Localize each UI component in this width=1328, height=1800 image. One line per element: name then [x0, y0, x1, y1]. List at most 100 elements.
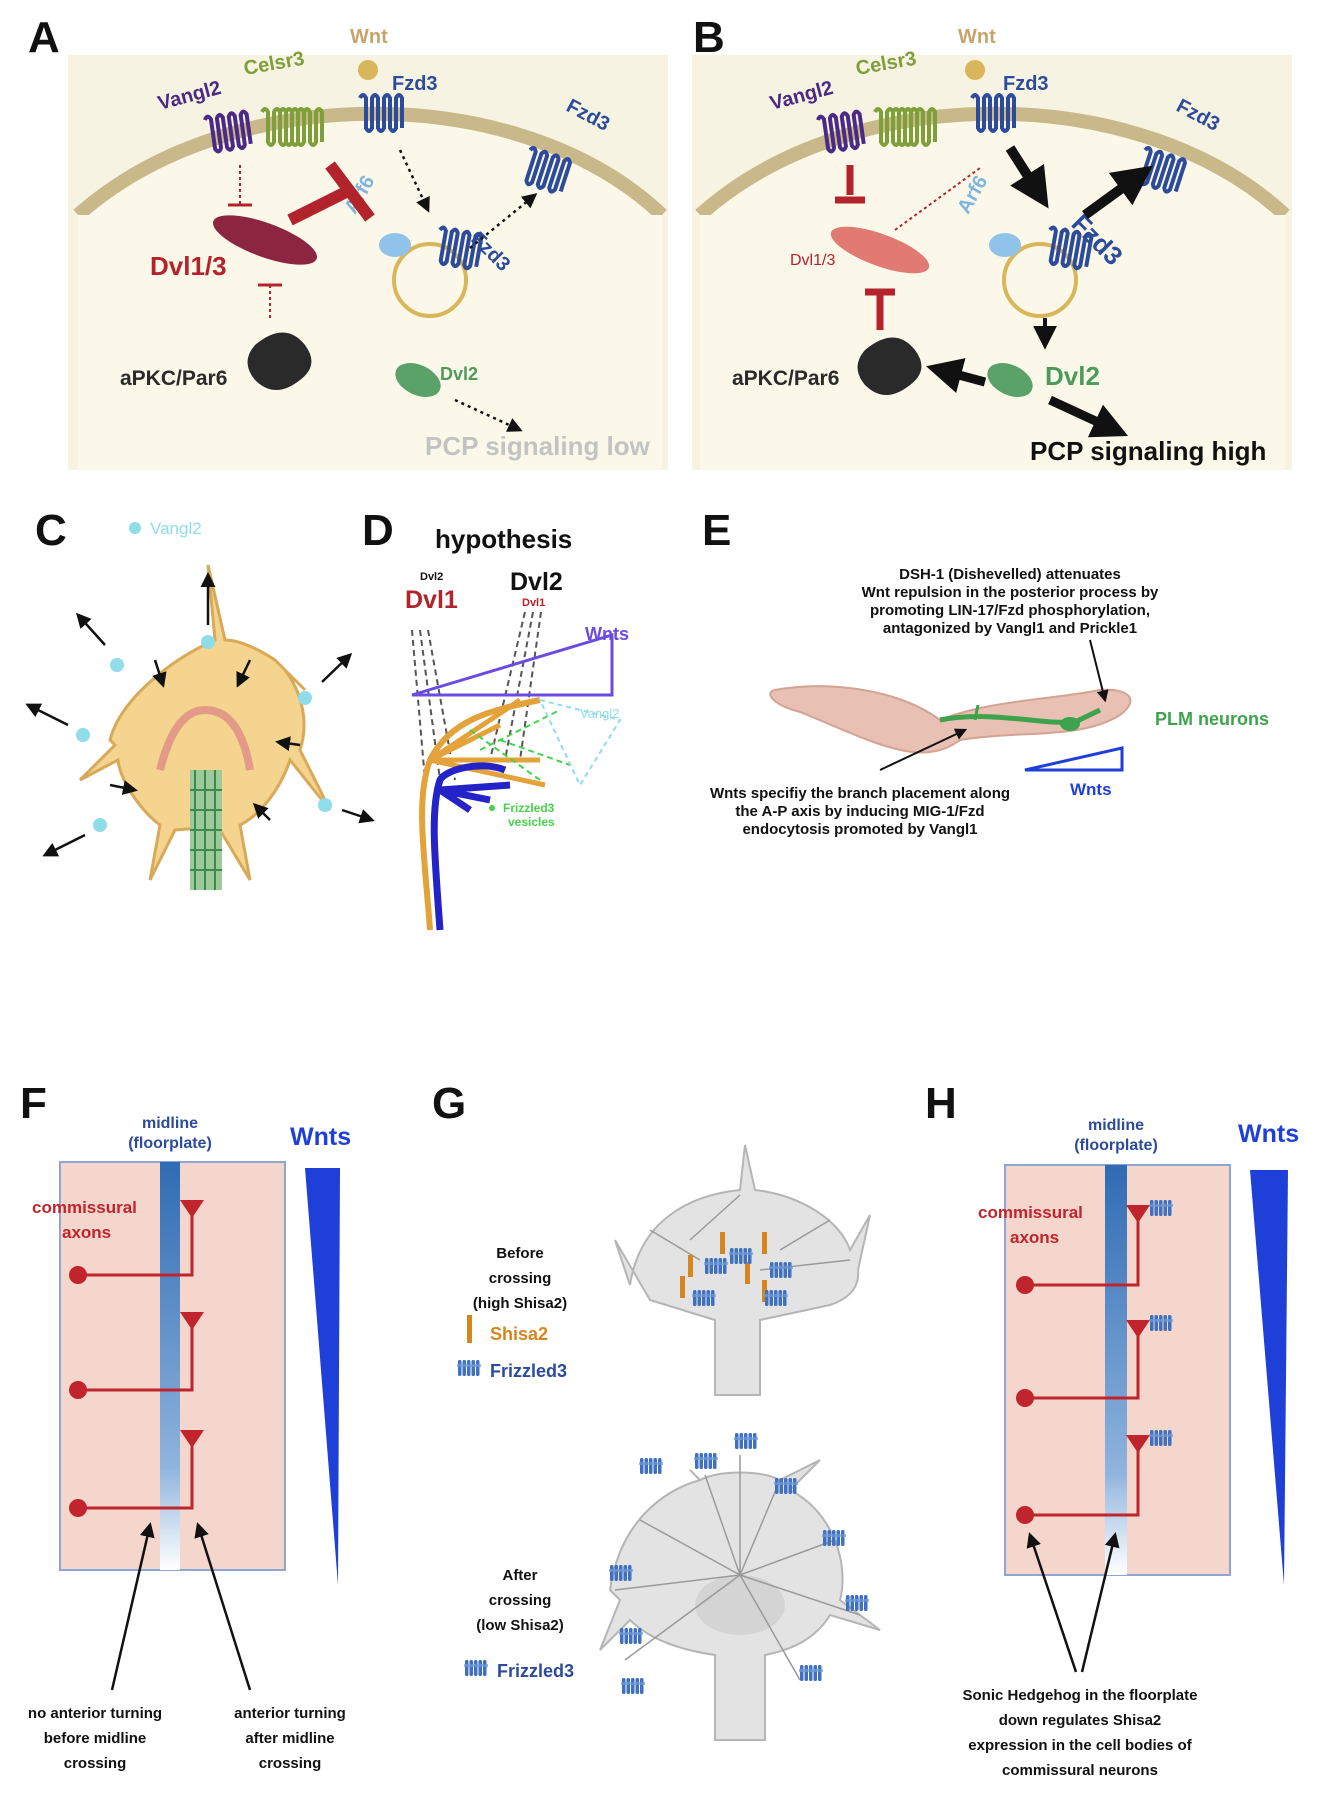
top-note-line-2: Wnt repulsion in the posterior process b… — [862, 584, 1159, 601]
dvl2-protein-icon — [395, 363, 441, 397]
wnts-gradient-h — [1250, 1170, 1288, 1585]
panel-letter-g: G — [432, 1079, 466, 1128]
panel-f: F midline (floorplate) Wnts commissural … — [0, 1079, 385, 1790]
after-line-1: After — [502, 1567, 537, 1584]
panel-letter-a: A — [28, 13, 60, 62]
wnt-ligand-icon — [358, 60, 378, 80]
frizzled3-legend-label-1: Frizzled3 — [490, 1361, 567, 1381]
wnts-label-d: Wnts — [585, 624, 629, 644]
wnts-label-h: Wnts — [1238, 1120, 1299, 1148]
left-note-line-1: no anterior turning — [28, 1705, 162, 1722]
floorplate-midline — [1105, 1165, 1127, 1575]
shisa2-legend-label: Shisa2 — [490, 1324, 548, 1344]
note-line-2: down regulates Shisa2 — [999, 1712, 1162, 1729]
floorplate-midline — [160, 1162, 180, 1570]
dvl2-label: Dvl2 — [1045, 361, 1100, 391]
dvl2-label: Dvl2 — [440, 364, 478, 384]
panel-a: A Vangl2 Celsr3 Wnt Fzd3 Fzd3 Fzd3 Arf6 … — [28, 13, 668, 470]
panel-letter-b: B — [693, 13, 725, 62]
note-line-3: expression in the cell bodies of — [968, 1737, 1192, 1754]
growth-cone-c — [78, 564, 332, 890]
commissural-axons-label-1: commissural — [978, 1203, 1083, 1222]
growth-cone-before — [614, 1144, 871, 1396]
top-note-line-1: DSH-1 (Dishevelled) attenuates — [899, 566, 1121, 583]
frizzled3-vesicles-label-1: Frizzled3 — [503, 801, 555, 815]
fzd3-top-label: Fzd3 — [1003, 73, 1049, 95]
apkc-par6-icon — [857, 337, 922, 395]
dvl1-small-label: Dvl1 — [522, 597, 545, 609]
wnt-label: Wnt — [350, 26, 388, 48]
pcp-signaling-high-label: PCP signaling high — [1030, 436, 1266, 466]
dvl13-label: Dvl1/3 — [790, 252, 835, 269]
before-line-1: Before — [496, 1245, 544, 1262]
right-note-line-2: after midline — [245, 1730, 334, 1747]
wnts-gradient-e — [1024, 746, 1124, 772]
left-note-line-3: crossing — [64, 1755, 127, 1772]
frizzled3-legend-icon-1 — [457, 1360, 481, 1376]
midline-label-1: midline — [142, 1115, 198, 1132]
note-line-4: commissural neurons — [1002, 1762, 1158, 1779]
dvl2-small-label: Dvl2 — [420, 571, 443, 583]
plm-neurons-label: PLM neurons — [1155, 709, 1269, 729]
top-note-line-4: antagonized by Vangl1 and Prickle1 — [883, 620, 1137, 637]
midline-label-2: (floorplate) — [1074, 1137, 1158, 1154]
dvl13-protein-icon — [830, 226, 930, 274]
panel-c: C Vangl2 — [25, 506, 375, 890]
commissural-axons-label-2: axons — [62, 1223, 111, 1242]
panel-h: H midline (floorplate) Wnts commissural … — [925, 1079, 1299, 1779]
commissural-axons-label-1: commissural — [32, 1198, 137, 1217]
frizzled3-vesicles-label-2: vesicles — [508, 815, 555, 829]
hypothesis-title: hypothesis — [435, 524, 572, 554]
wnts-label-f: Wnts — [290, 1123, 351, 1151]
dvl13-protein-icon — [212, 215, 318, 265]
shisa2-marks — [680, 1232, 767, 1302]
wnt-label: Wnt — [958, 26, 996, 48]
before-line-2: crossing — [489, 1270, 552, 1287]
bottom-note-line-3: endocytosis promoted by Vangl1 — [742, 821, 977, 838]
before-line-3: (high Shisa2) — [473, 1295, 567, 1312]
midline-label-1: midline — [1088, 1117, 1144, 1134]
top-note-line-3: promoting LIN-17/Fzd phosphorylation, — [870, 602, 1150, 619]
panel-d: D hypothesis Dvl2 Dvl1 Dvl2 Dvl1 Wnts Va… — [362, 506, 629, 931]
apkc-par6-icon — [247, 332, 312, 390]
arf6-icon — [379, 233, 411, 257]
apkc-label: aPKC/Par6 — [120, 367, 227, 390]
pcp-signaling-low-label: PCP signaling low — [425, 431, 651, 461]
bottom-note-line-1: Wnts specifiy the branch placement along — [710, 785, 1010, 802]
frizzled3-legend-label-2: Frizzled3 — [497, 1661, 574, 1681]
panel-letter-c: C — [35, 506, 67, 555]
wnts-gradient-f — [305, 1168, 340, 1585]
left-note-line-2: before midline — [44, 1730, 147, 1747]
dvl2-big-label: Dvl2 — [510, 568, 563, 596]
frizzled3-legend-icon-2 — [464, 1660, 488, 1676]
dvl13-label: Dvl1/3 — [150, 251, 227, 281]
panel-letter-h: H — [925, 1079, 957, 1128]
wnts-label-e: Wnts — [1070, 780, 1112, 799]
wnts-gradient-d — [411, 632, 614, 697]
endosome-vesicle — [1002, 242, 1078, 318]
after-line-2: crossing — [489, 1592, 552, 1609]
bottom-note-line-2: the A-P axis by inducing MIG-1/Fzd — [735, 803, 984, 820]
vangl2-legend-label: Vangl2 — [150, 519, 202, 538]
shisa2-legend-icon — [467, 1315, 472, 1343]
panel-e: E DSH-1 (Dishevelled) attenuates Wnt rep… — [702, 506, 1269, 838]
endosome-vesicle — [392, 242, 468, 318]
midline-label-2: (floorplate) — [128, 1135, 212, 1152]
panel-g: G Before crossing (high Shisa2) Shisa2 F… — [432, 1079, 881, 1741]
panel-b: B Vangl2 Celsr3 Wnt Fzd3 Fzd3 Fzd3 Arf6 … — [692, 13, 1292, 470]
panel-letter-e: E — [702, 506, 731, 555]
vangl2-legend-dot — [129, 522, 141, 534]
wnt-ligand-icon — [965, 60, 985, 80]
note-line-1: Sonic Hedgehog in the floorplate — [962, 1687, 1197, 1704]
panel-letter-f: F — [20, 1079, 47, 1128]
fzd3-top-label: Fzd3 — [392, 73, 438, 95]
after-line-3: (low Shisa2) — [476, 1617, 564, 1634]
dvl2-protein-icon — [987, 363, 1033, 397]
apkc-label: aPKC/Par6 — [732, 367, 839, 390]
panel-letter-d: D — [362, 506, 394, 555]
arf6-icon — [989, 233, 1021, 257]
growth-cone-after — [599, 1455, 881, 1741]
right-note-line-3: crossing — [259, 1755, 322, 1772]
dvl1-big-label: Dvl1 — [405, 586, 458, 614]
